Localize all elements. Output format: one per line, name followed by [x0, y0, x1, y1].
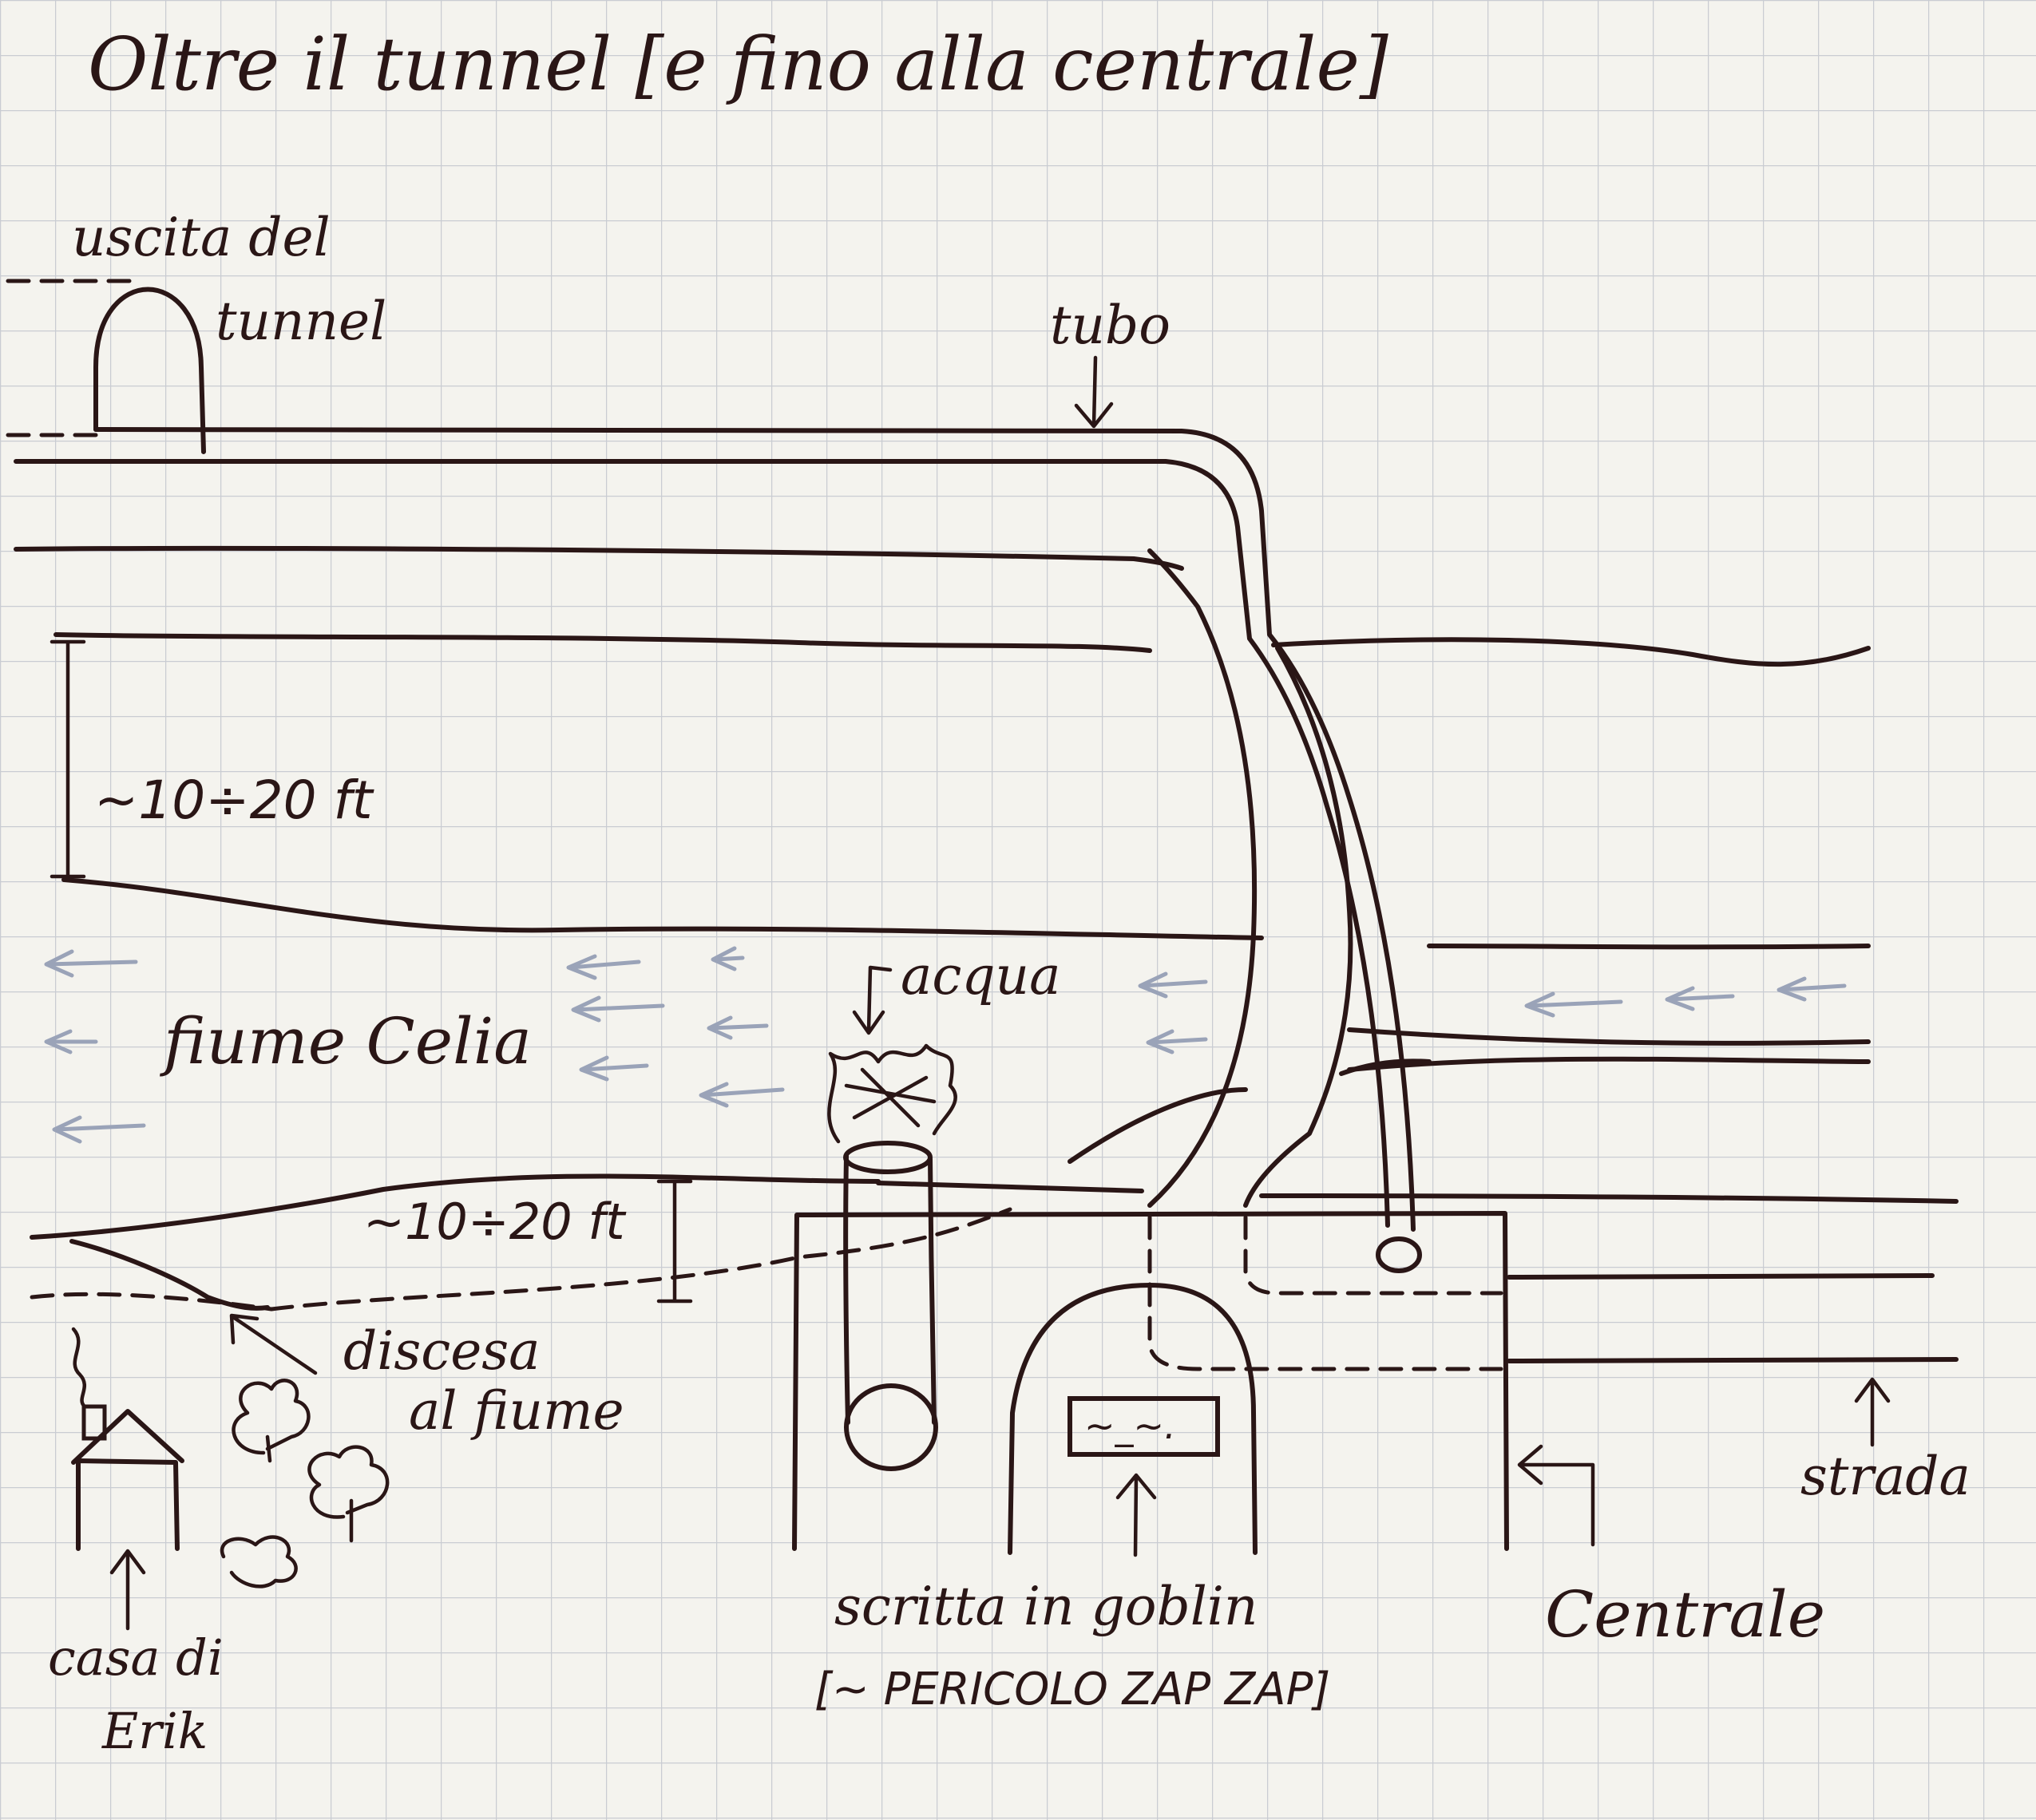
tunnel-exit-label-1: uscita del: [72, 207, 331, 268]
power-station-label: Centrale: [1545, 1577, 1825, 1652]
goblin-inscription-translation: [~ PERICOLO ZAP ZAP]: [814, 1664, 1330, 1715]
descent-label-2: al fiume: [409, 1380, 624, 1442]
pipe-label: tubo: [1050, 295, 1171, 356]
page-title: Oltre il tunnel [e fino alla centrale]: [88, 22, 1388, 107]
goblin-inscription-label: scritta in goblin: [834, 1576, 1258, 1637]
water-label: acqua: [901, 945, 1060, 1007]
descent-label-1: discesa: [343, 1320, 540, 1382]
depth-label-upper: ~10÷20 ft: [94, 770, 374, 831]
road-label: strada: [1800, 1446, 1971, 1507]
tunnel-exit-label-2: tunnel: [216, 291, 386, 352]
depth-label-lower: ~10÷20 ft: [363, 1193, 627, 1251]
erik-house-label-2: Erik: [101, 1702, 208, 1760]
erik-house-label-1: casa di: [48, 1628, 224, 1687]
river-label: fiume Celia: [160, 1004, 532, 1078]
goblin-sign-text: ~_~.: [1084, 1404, 1176, 1447]
